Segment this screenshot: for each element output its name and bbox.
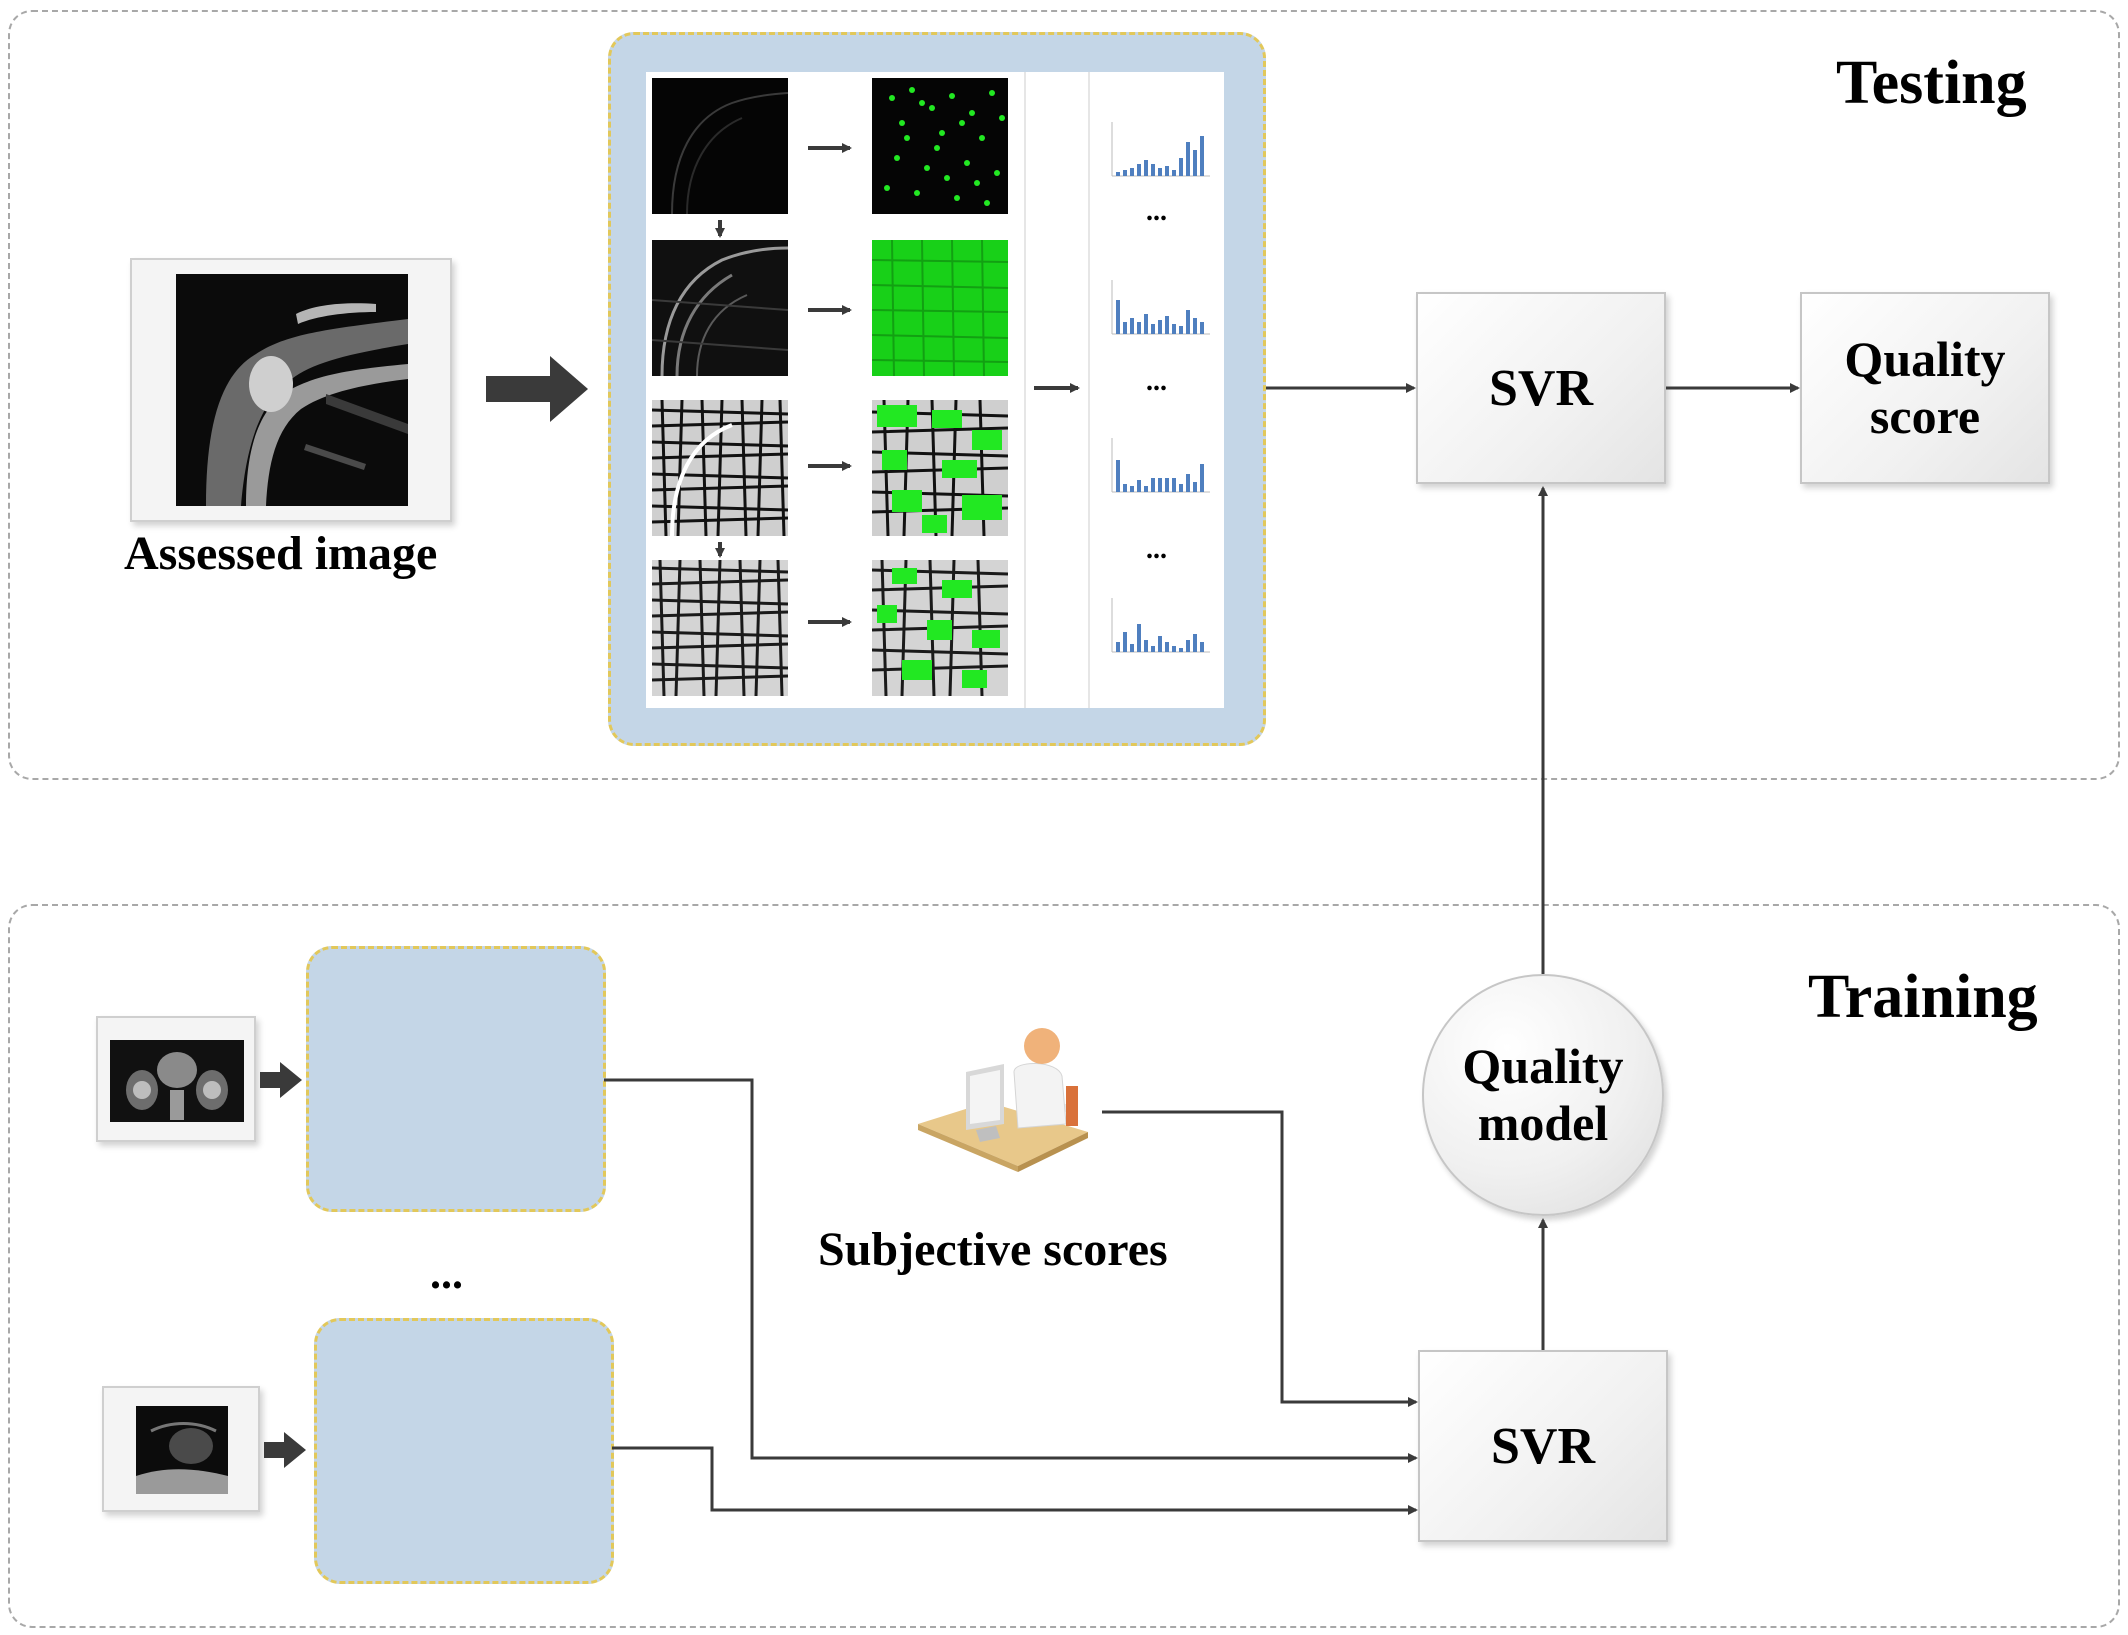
quality-score-line1: Quality — [1844, 330, 2006, 387]
histogram-ellipsis-1: ... — [1146, 196, 1167, 227]
training-input-arrows — [260, 1062, 306, 1468]
assessed-image-frame — [130, 258, 452, 522]
keypoints-image-4 — [872, 560, 1008, 696]
training-mri-image-2 — [136, 1406, 228, 1494]
testing-title: Testing — [1836, 49, 2027, 117]
histogram-ellipsis-2: ... — [1146, 366, 1167, 397]
training-feature-panel-2 — [314, 1318, 614, 1584]
testing-svr-label: SVR — [1488, 359, 1594, 417]
big-arrow-assessed-to-features — [486, 356, 588, 422]
quality-score-line2: score — [1869, 388, 1981, 444]
quality-model-line1: Quality — [1462, 1037, 1624, 1094]
keypoints-image-3 — [872, 400, 1008, 536]
histogram-2 — [1111, 280, 1210, 335]
arrow-panel2-to-svr — [612, 1446, 1418, 1515]
arrow-scores-to-svr — [1102, 1110, 1418, 1407]
histogram-4 — [1111, 598, 1210, 653]
training-title: Training — [1808, 963, 2038, 1031]
training-image-1-frame — [96, 1016, 256, 1142]
training-feature-panel-1 — [306, 946, 606, 1212]
arrow-panel1-to-svr — [604, 1078, 1418, 1463]
quality-model-line2: model — [1477, 1095, 1609, 1151]
histogram-column-divider — [1024, 72, 1026, 708]
quality-model-circle: Quality model — [1422, 974, 1664, 1216]
assessed-mri-image — [176, 274, 408, 506]
response-image-4 — [652, 560, 788, 696]
testing-section — [8, 10, 2120, 780]
response-image-3 — [652, 400, 788, 536]
person-at-computer-icon — [918, 1028, 1088, 1172]
training-mri-image-1 — [110, 1040, 244, 1122]
assessed-image-label: Assessed image — [124, 527, 438, 580]
response-image-2 — [652, 240, 788, 376]
training-svr-box: SVR — [1418, 1350, 1668, 1542]
training-section — [8, 904, 2120, 1628]
response-image-1 — [652, 78, 788, 214]
histogram-1 — [1111, 122, 1210, 177]
keypoints-image-1 — [872, 78, 1008, 214]
training-image-2-frame — [102, 1386, 260, 1512]
testing-svr-box: SVR — [1416, 292, 1666, 484]
training-ellipsis: ... — [430, 1249, 463, 1298]
keypoints-image-2 — [872, 240, 1008, 376]
quality-score-box: Quality score — [1800, 292, 2050, 484]
subjective-scores-label: Subjective scores — [818, 1223, 1168, 1276]
training-svr-label: SVR — [1490, 1417, 1596, 1475]
histogram-3 — [1111, 438, 1210, 493]
histogram-ellipsis-3: ... — [1146, 534, 1167, 565]
histogram-column-divider-2 — [1088, 72, 1090, 708]
